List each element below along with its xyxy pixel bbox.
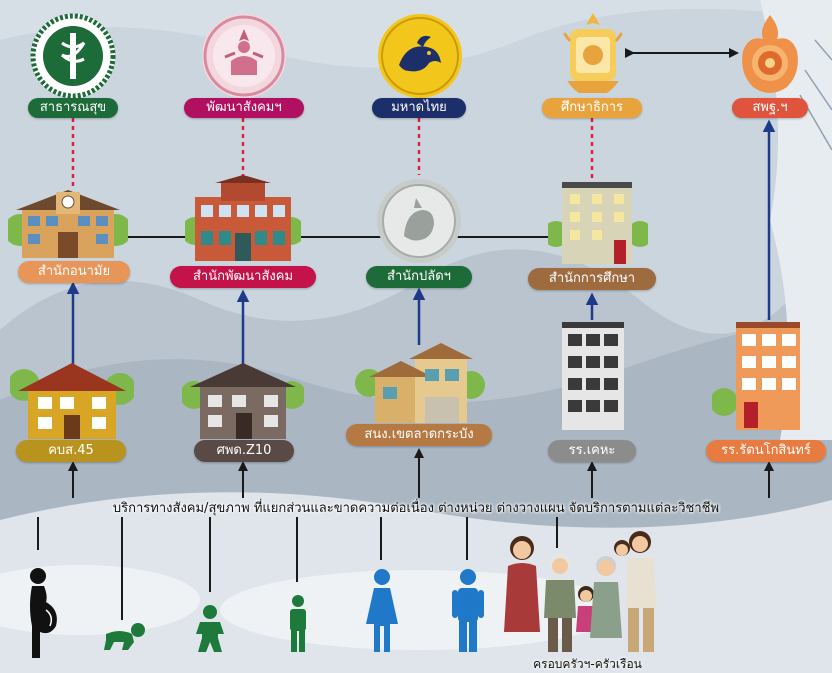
- social-office-building-icon: [185, 175, 301, 261]
- obec-emblem-icon: [742, 15, 798, 93]
- education-emblem-icon: [562, 13, 624, 93]
- office-label-social: สำนักพัฒนาสังคม: [170, 266, 316, 288]
- child-center-house-icon: [182, 363, 304, 439]
- unit-label-child-center: ศพด.Z10: [194, 440, 294, 462]
- unit-label-school-kheha: รร.เคหะ: [548, 440, 636, 462]
- health-seal-icon: [30, 13, 116, 99]
- family-caption: ครอบครัวฯ-ครัวเรือน: [533, 657, 642, 671]
- unit-label-district-office: สนง.เขตลาดกระบัง: [346, 424, 492, 446]
- unit-label-school-rattanakosin: รร.รัตนโกสินทร์: [706, 440, 826, 462]
- teen-girl-icon: [366, 569, 398, 652]
- ministry-label-health: สาธารณสุข: [28, 98, 118, 118]
- interior-seal-icon: [378, 14, 462, 98]
- school-rattanakosin-building-icon: [712, 322, 800, 430]
- family-group-icon: [504, 531, 656, 652]
- service-gap-banner: บริการทางสังคม/สุขภาพ ที่แยกส่วนและขาดคว…: [112, 501, 720, 516]
- office-label-education: สำนักการศึกษา: [528, 268, 656, 290]
- ministry-label-social: พัฒนาสังคมฯ: [184, 98, 304, 118]
- health-office-building-icon: [8, 190, 128, 258]
- interior-office-coin-icon: [377, 179, 461, 263]
- ministry-label-education: ศึกษาธิการ: [542, 98, 642, 118]
- education-office-building-icon: [548, 182, 648, 264]
- child-icon: [290, 595, 306, 652]
- ministry-label-obec: สพฐ.ฯ: [732, 98, 808, 118]
- office-label-health: สำนักอนามัย: [18, 261, 130, 283]
- social-seal-icon: [202, 14, 286, 98]
- toddler-icon: [196, 605, 224, 652]
- pregnant-woman-icon: [30, 568, 57, 658]
- teen-boy-icon: [452, 569, 484, 652]
- district-office-house-icon: [355, 343, 485, 423]
- unit-label-health-center: คบส.45: [16, 440, 126, 462]
- health-center-house-icon: [10, 363, 134, 439]
- ministry-label-interior: มหาดไทย: [372, 98, 466, 118]
- school-kheha-building-icon: [562, 322, 624, 430]
- crawling-baby-icon: [104, 623, 145, 650]
- office-label-interior: สำนักปลัดฯ: [366, 266, 472, 288]
